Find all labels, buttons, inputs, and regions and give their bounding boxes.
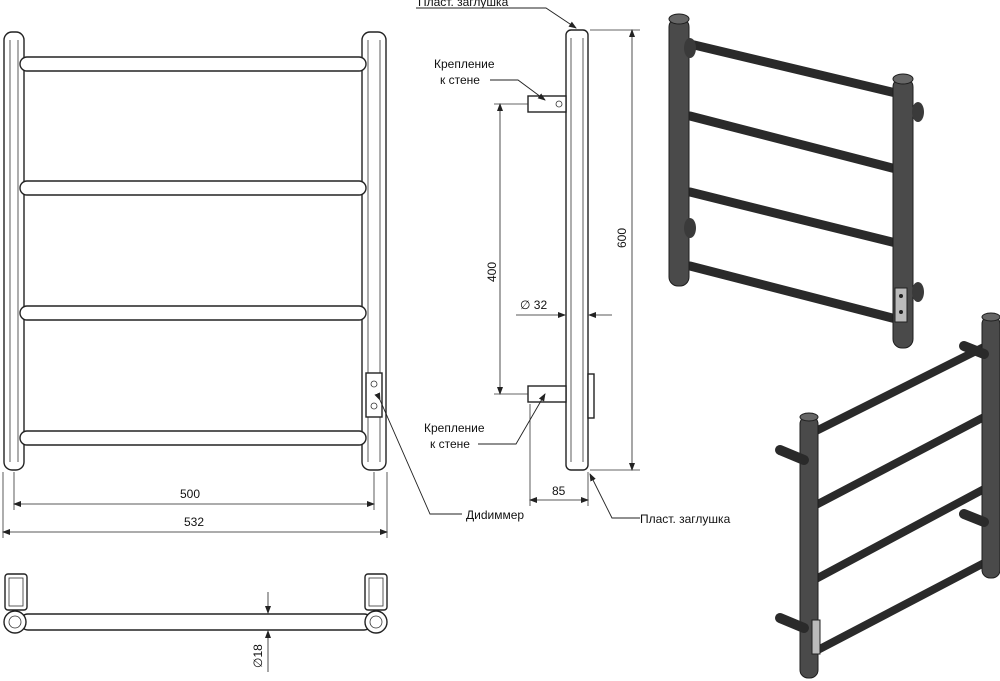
dim-depth: 85 (552, 484, 566, 498)
top-view-bar (19, 613, 373, 631)
label-mount-top-2: к стене (440, 73, 480, 87)
upper-wall-mount (527, 95, 567, 113)
cross-bar-1 (19, 56, 367, 72)
dim-width-outer: 532 (184, 515, 204, 529)
label-mount-bottom-1: Крепление (424, 421, 485, 435)
render-view-1 (668, 13, 924, 349)
dim-height-total: 600 (615, 228, 629, 248)
dim-bar-diameter: ∅18 (251, 644, 265, 668)
render-view-2 (775, 312, 1000, 679)
label-mount-bottom-2: к стене (430, 437, 470, 451)
label-dimmer: Диdиммер (466, 508, 524, 522)
dimmer-box (365, 372, 383, 418)
side-upright (565, 29, 589, 471)
cross-bar-3 (19, 305, 367, 321)
dim-height-mount: 400 (485, 262, 499, 282)
lower-wall-mount (527, 385, 567, 403)
side-view (416, 7, 640, 519)
left-upright (3, 31, 25, 471)
label-plug-bottom: Пласт. заглушка (640, 512, 731, 526)
label-mount-top-1: Крепление (434, 57, 495, 71)
cross-bar-2 (19, 180, 367, 196)
dim-tube-diameter: ∅ 32 (520, 298, 547, 312)
label-plug-top: Пласт. заглушка (418, 0, 509, 9)
cross-bar-4 (19, 430, 367, 446)
dim-width-inner: 500 (180, 487, 200, 501)
top-view (3, 573, 388, 672)
front-view (2, 31, 462, 538)
